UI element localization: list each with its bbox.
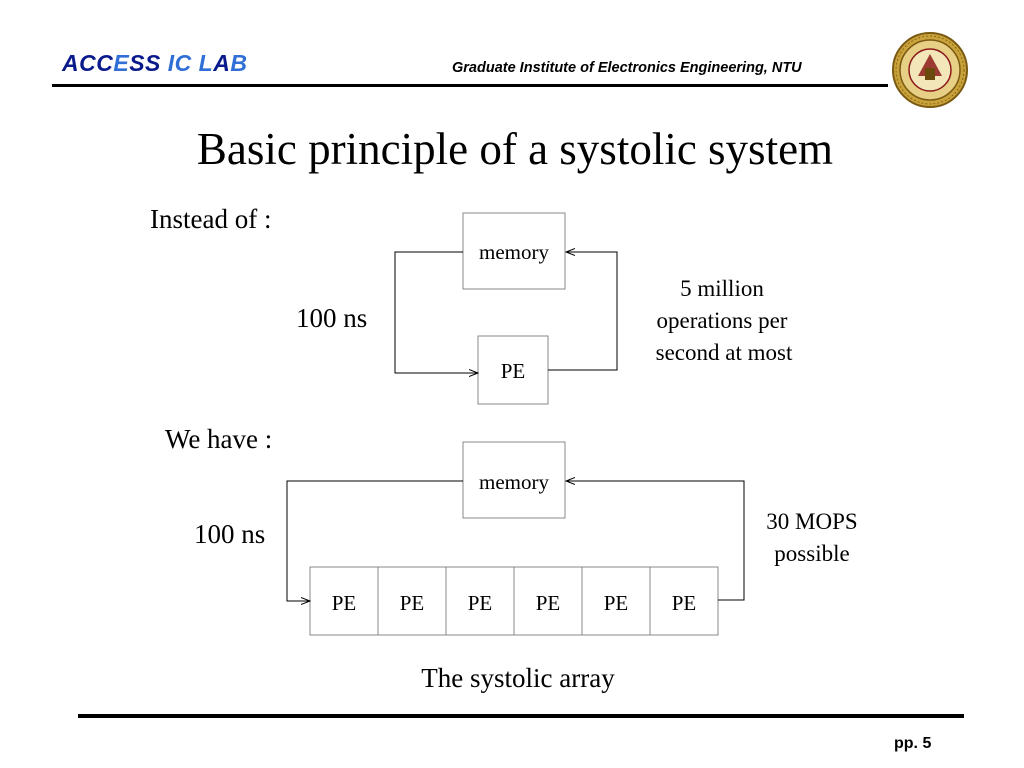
pe-cell — [513, 566, 583, 636]
array-caption: The systolic array — [421, 663, 615, 693]
page-number: pp. 5 — [894, 735, 932, 752]
lab-name-part: A — [213, 50, 231, 76]
instead-of-heading: Instead of : — [150, 204, 271, 234]
latency-label: 100 ns — [296, 303, 367, 333]
pe-label: PE — [604, 591, 629, 615]
lab-name-part: ACC — [62, 50, 114, 76]
memory-label: memory — [479, 470, 549, 494]
slide-title: Basic principle of a systolic system — [196, 124, 834, 174]
pe-label: PE — [501, 359, 526, 383]
pe-to-memory-arrow — [548, 252, 618, 371]
pe-label: PE — [332, 591, 357, 615]
footer-divider — [78, 714, 964, 718]
lab-name-part: IC L — [167, 50, 214, 76]
pe-cell — [581, 566, 651, 636]
memory-box — [462, 441, 566, 519]
institute-name: Graduate Institute of Electronics Engine… — [452, 60, 802, 76]
throughput-line: possible — [774, 541, 849, 566]
throughput-line: operations per — [657, 308, 788, 333]
we-have-heading: We have : — [165, 424, 272, 454]
latency-label: 100 ns — [194, 519, 265, 549]
pe-label: PE — [468, 591, 493, 615]
throughput-line: 30 MOPS — [766, 509, 857, 534]
header-divider — [52, 84, 888, 87]
pe-label: PE — [672, 591, 697, 615]
memory-label: memory — [479, 240, 549, 264]
pe-label: PE — [536, 591, 561, 615]
throughput-line: second at most — [656, 340, 793, 365]
memory-to-array-arrow — [286, 480, 463, 601]
pe-array: PE PE PE PE PE PE — [309, 566, 719, 636]
pe-cell — [649, 566, 719, 636]
throughput-line: 5 million — [680, 276, 764, 301]
lab-name-part: E — [113, 50, 130, 76]
array-to-memory-arrow — [566, 481, 745, 601]
university-seal-icon — [892, 32, 968, 108]
lab-name-part: SS — [129, 50, 168, 76]
memory-to-pe-arrow — [394, 251, 478, 373]
pe-cell — [377, 566, 447, 636]
lab-name: ACCESS IC LAB — [62, 50, 247, 77]
lab-name-part: B — [230, 50, 248, 76]
pe-label: PE — [400, 591, 425, 615]
pe-cell — [445, 566, 515, 636]
pe-cell — [309, 566, 379, 636]
